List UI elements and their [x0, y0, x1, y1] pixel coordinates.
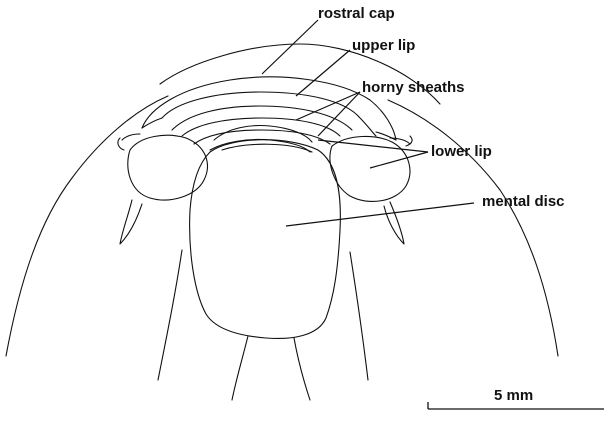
horny-sheaths — [182, 118, 340, 152]
label-horny-sheaths: horny sheaths — [362, 79, 465, 96]
label-mental-disc: mental disc — [482, 193, 565, 210]
leader-upper-lip — [296, 50, 350, 96]
scale-bar-label: 5 mm — [494, 387, 533, 404]
leader-rostral-cap — [262, 20, 318, 74]
lower-lip — [118, 134, 412, 244]
leader-lower-lip-2 — [370, 152, 428, 168]
label-lower-lip: lower lip — [431, 143, 492, 160]
scale-bar: 5 mm — [428, 387, 604, 409]
mental-disc — [190, 140, 341, 400]
head-outline — [6, 44, 558, 356]
leader-mental-disc — [286, 203, 474, 226]
label-upper-lip: upper lip — [352, 37, 415, 54]
label-rostral-cap: rostral cap — [318, 5, 395, 22]
